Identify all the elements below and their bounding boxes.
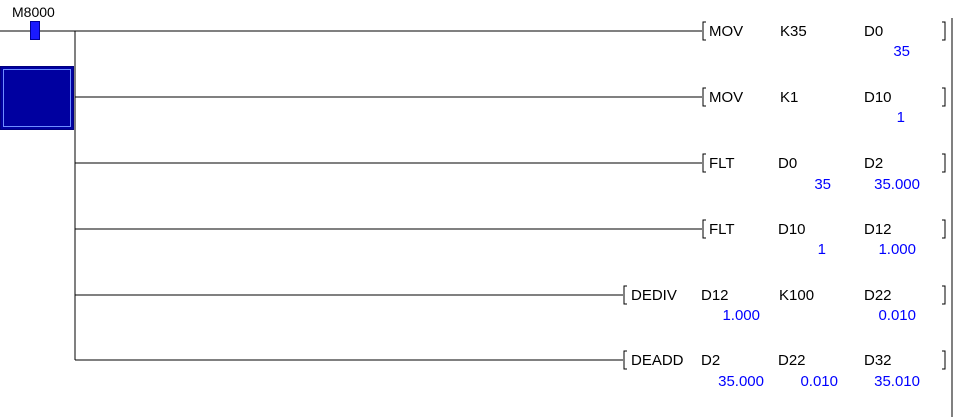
operand-1-value: 1.000 (722, 307, 760, 324)
selection-cursor[interactable] (0, 66, 74, 130)
instr-dest[interactable]: D32 (864, 352, 892, 369)
dest-value: 0.010 (878, 307, 916, 324)
instr-bracket-left-3 (702, 153, 706, 173)
instr-operand-1[interactable]: D10 (778, 221, 806, 238)
instr-operand-2[interactable]: K100 (779, 287, 815, 304)
instr-operand-1[interactable]: K35 (780, 23, 807, 40)
instr-dest[interactable]: D10 (864, 89, 892, 106)
instr-dest[interactable]: D12 (864, 221, 892, 238)
instr-dest[interactable]: D0 (864, 23, 884, 40)
operand-2-value: 0.010 (800, 373, 838, 390)
instr-dest[interactable]: D2 (864, 155, 884, 172)
dest-value: 35.010 (874, 373, 920, 390)
instr-dest[interactable]: D22 (864, 287, 892, 304)
contact-m8000[interactable] (30, 21, 40, 40)
instr-operand-2[interactable]: D22 (778, 352, 806, 369)
dest-value: 1 (896, 109, 905, 126)
instr-op[interactable]: FLT (709, 155, 735, 172)
operand-1-value: 35 (814, 176, 831, 193)
instr-bracket-right-4 (942, 219, 946, 239)
contact-label: M8000 (12, 4, 55, 20)
dest-value: 1.000 (878, 241, 916, 258)
instr-op[interactable]: MOV (709, 23, 744, 40)
operand-1-value: 35.000 (718, 373, 764, 390)
operand-1-value: 1 (817, 241, 826, 258)
instr-operand-1[interactable]: K1 (780, 89, 799, 106)
instr-bracket-left-6 (623, 350, 627, 370)
instr-bracket-right-6 (942, 350, 946, 370)
instr-operand-1[interactable]: D12 (701, 287, 729, 304)
instr-op[interactable]: DEDIV (631, 287, 677, 304)
instr-op[interactable]: MOV (709, 89, 744, 106)
instr-bracket-right-3 (942, 153, 946, 173)
instr-bracket-right-5 (942, 285, 946, 305)
instr-bracket-right-2 (942, 87, 946, 107)
dest-value: 35.000 (874, 176, 920, 193)
instr-bracket-left-4 (702, 219, 706, 239)
instr-operand-1[interactable]: D0 (778, 155, 798, 172)
instr-bracket-left-5 (623, 285, 627, 305)
instr-op[interactable]: FLT (709, 221, 735, 238)
instr-bracket-left-2 (702, 87, 706, 107)
instr-op[interactable]: DEADD (631, 352, 684, 369)
cursor-highlight (3, 69, 71, 127)
instr-bracket-left-1 (702, 21, 706, 41)
dest-value: 35 (893, 43, 910, 60)
instr-bracket-right-1 (942, 21, 946, 41)
instr-operand-1[interactable]: D2 (701, 352, 721, 369)
